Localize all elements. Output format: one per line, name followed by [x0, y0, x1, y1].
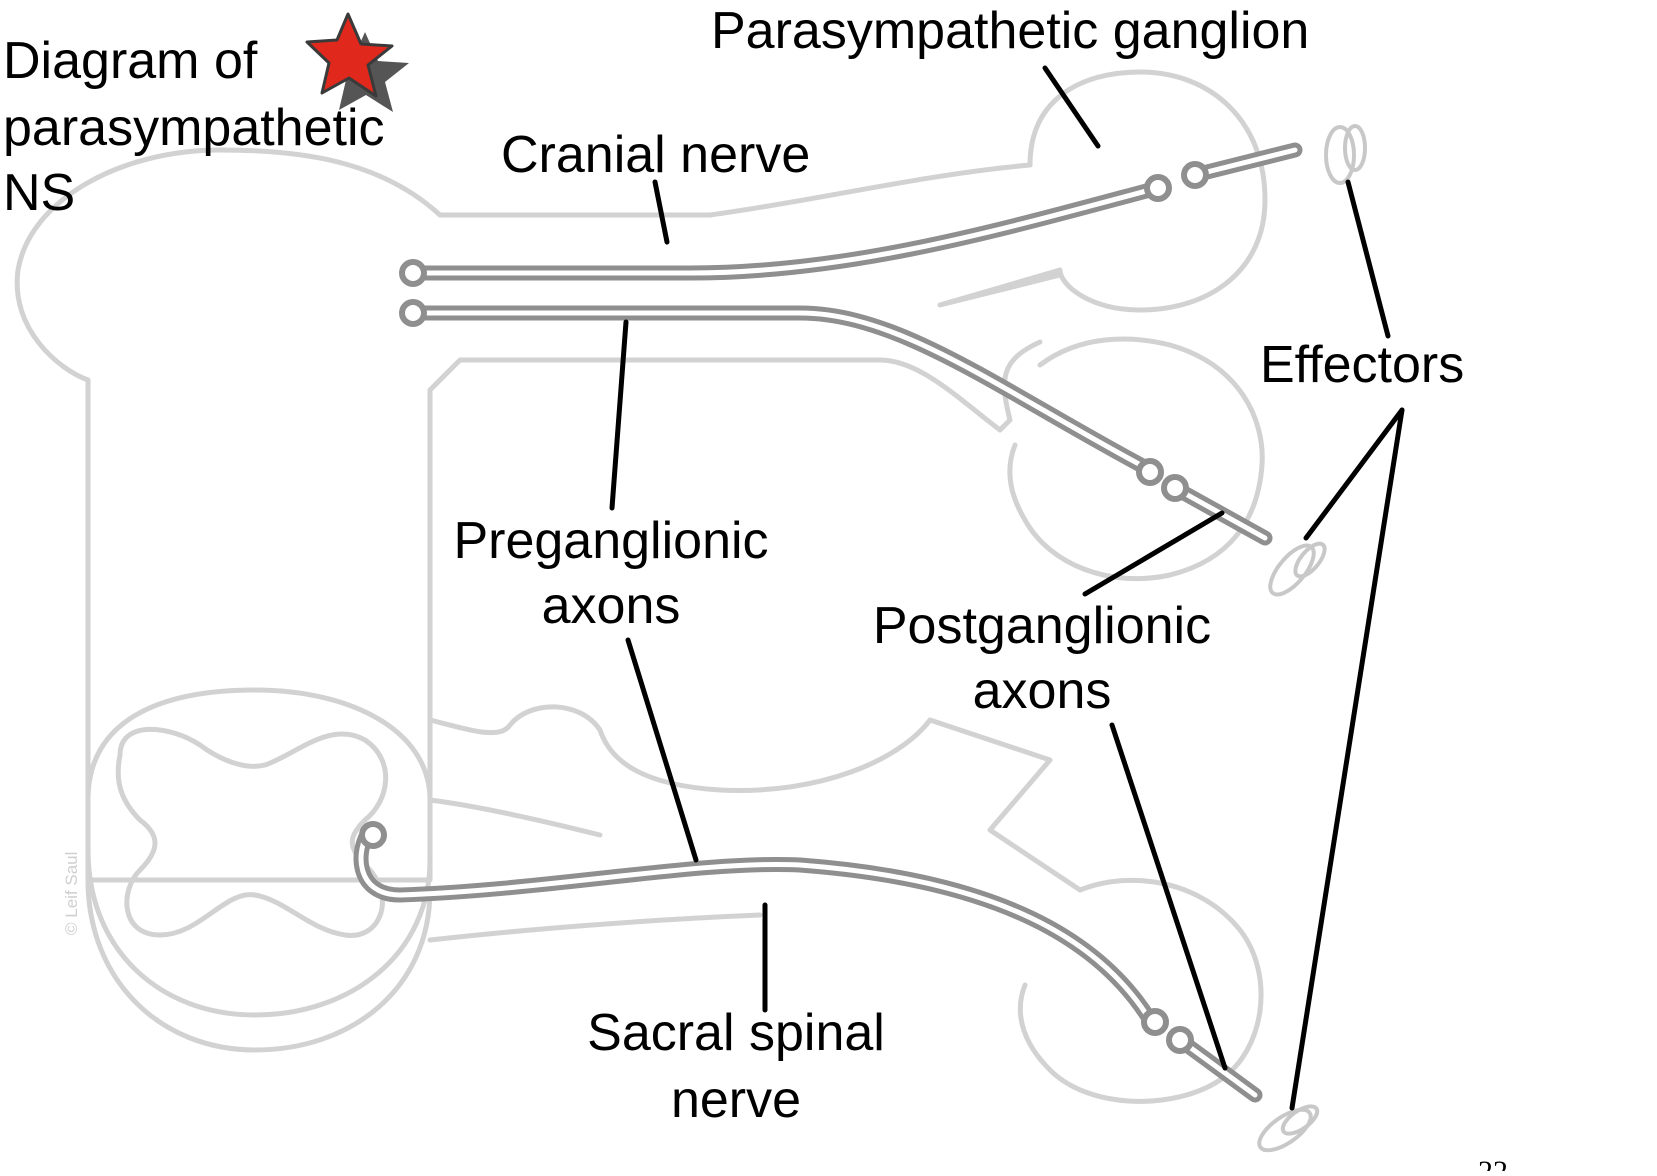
- brain-outline: [14, 147, 1043, 883]
- title-line-1: Diagram of: [3, 32, 258, 90]
- leader-preganglionic-down: [625, 637, 699, 863]
- leader-effectors-top: [1345, 179, 1391, 339]
- label-preganglionic-line1: Preganglionic: [453, 512, 768, 570]
- leader-cranial-nerve: [652, 179, 670, 245]
- leader-preganglionic-up: [609, 319, 629, 511]
- label-cranial-nerve: Cranial nerve: [501, 126, 810, 184]
- label-sacral-line1: Sacral spinal: [587, 1004, 885, 1062]
- label-effectors: Effectors: [1260, 336, 1464, 394]
- label-postganglionic-line1: Postganglionic: [873, 597, 1211, 655]
- label-postganglionic-line2: axons: [973, 662, 1112, 720]
- leader-effectors-bottom: [1289, 407, 1405, 1111]
- spinal-cord-outline: [85, 687, 433, 1053]
- effector-icon-top: [1324, 124, 1367, 185]
- credit-text: © Leif Saul: [62, 852, 81, 935]
- red-star-icon: [305, 12, 409, 112]
- postganglionic-axon-sacral: [1141, 1008, 1263, 1103]
- leader-postganglionic-down: [1109, 722, 1228, 1071]
- leader-parasympathetic-ganglion: [1042, 65, 1101, 149]
- sacral-preganglionic-axon: [353, 821, 1158, 1028]
- leader-postganglionic-up: [1082, 510, 1225, 597]
- cranial-preganglionic-axon-lower: [399, 299, 1158, 478]
- cranial-ganglion-outline: [937, 69, 1268, 313]
- title-line-3: NS: [3, 164, 75, 222]
- label-sacral-line2: nerve: [671, 1071, 801, 1129]
- cranial-preganglionic-axon-upper: [399, 182, 1158, 287]
- postganglionic-axon-cranial: [1144, 142, 1303, 202]
- label-preganglionic-line2: axons: [542, 577, 681, 635]
- effector-icon-bottom: [1257, 1104, 1320, 1153]
- title-line-2: parasympathetic: [3, 99, 385, 157]
- effector-icon-middle: [1268, 541, 1327, 597]
- page-number: 22: [1478, 1155, 1508, 1171]
- leader-effectors-middle: [1303, 407, 1405, 541]
- label-parasympathetic-ganglion: Parasympathetic ganglion: [711, 2, 1309, 60]
